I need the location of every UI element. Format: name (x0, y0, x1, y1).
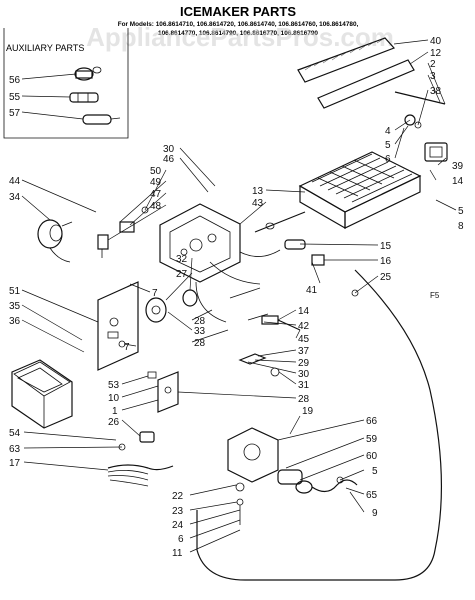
callout-59: 59 (366, 434, 378, 445)
callout-19: 19 (302, 406, 314, 417)
callout-9: 9 (372, 508, 378, 519)
thermostat-drawing (394, 91, 446, 129)
callout-13: 13 (252, 186, 264, 197)
callout-48: 48 (150, 201, 162, 212)
callout-35: 35 (9, 301, 21, 312)
callout-45: 45 (298, 334, 310, 345)
fill-cup-drawing (284, 239, 359, 297)
callout-39: 39 (452, 161, 464, 172)
callout-1: 1 (112, 406, 118, 417)
ice-mold-drawing (298, 151, 422, 230)
aux-part-55-drawing (69, 92, 99, 103)
diagram-title: ICEMAKER PARTS (180, 4, 296, 19)
callout-27: 27 (176, 269, 188, 280)
front-cover-drawing (11, 359, 73, 429)
motor-drawing (37, 219, 73, 263)
models-line-1: For Models: 106.8614710, 106.8614720, 10… (118, 21, 359, 28)
callout-44: 44 (9, 176, 21, 187)
callout-30-lower: 30 (298, 369, 310, 380)
callout-28-bottom: 28 (298, 394, 310, 405)
callout-28-lower: 28 (194, 338, 206, 349)
callout-5-right: 5 (458, 206, 464, 217)
callout-33: 33 (194, 326, 206, 337)
callout-5: 5 (385, 140, 391, 151)
switch-parts-drawing (97, 206, 149, 258)
callout-46: 46 (163, 154, 175, 165)
callout-17: 17 (9, 458, 21, 469)
stripper-drawing (317, 59, 415, 109)
callout-54: 54 (9, 428, 21, 439)
callout-42: 42 (298, 321, 310, 332)
callout-66: 66 (366, 416, 378, 427)
wiring-harness-drawing (195, 249, 281, 323)
callout-40: 40 (430, 36, 442, 47)
callout-34: 34 (9, 192, 21, 203)
aux-part-57-drawing (82, 114, 121, 125)
callout-60: 60 (366, 451, 378, 462)
models-line-2: 106.8614770, 106.8614790, 106.8616770, 1… (158, 30, 318, 37)
water-tube-drawing (196, 269, 442, 581)
mold-heater-drawing (424, 142, 448, 162)
callout-7: 7 (152, 288, 158, 299)
bracket-drawing (147, 371, 179, 413)
callout-36: 36 (9, 316, 21, 327)
callout-41: 41 (306, 285, 318, 296)
callout-labels: 56 55 57 40 12 2 3 38 4 5 6 39 14 5 8 30… (9, 36, 464, 559)
callout-31: 31 (298, 380, 310, 391)
callout-37: 37 (298, 346, 310, 357)
callout-53: 53 (108, 380, 120, 391)
callout-51: 51 (9, 286, 21, 297)
callout-38: 38 (430, 86, 442, 97)
callout-2: 2 (430, 59, 436, 70)
callout-7-lower: 7 (124, 342, 130, 353)
leader-lines (21, 39, 457, 553)
module-housing-drawing (159, 203, 241, 283)
aux-callout-56: 56 (9, 75, 21, 86)
callout-12: 12 (430, 48, 442, 59)
callout-63: 63 (9, 444, 21, 455)
code-mark: F5 (430, 291, 440, 300)
callout-11: 11 (172, 548, 183, 559)
water-valve-drawing (227, 427, 358, 525)
callout-25: 25 (380, 272, 392, 283)
callout-43: 43 (252, 198, 264, 209)
callout-10: 10 (108, 393, 120, 404)
mounting-plate-drawing (97, 281, 139, 371)
callout-50: 50 (150, 166, 162, 177)
callout-16: 16 (380, 256, 392, 267)
power-harness-drawing (107, 431, 174, 487)
callout-32: 32 (176, 254, 188, 265)
callout-6: 6 (385, 154, 391, 165)
callout-24: 24 (172, 520, 184, 531)
aux-part-56-drawing (74, 66, 102, 81)
shaft-drawing (254, 211, 306, 233)
callout-8: 8 (458, 221, 464, 232)
auxiliary-parts-title: AUXILIARY PARTS (6, 43, 84, 53)
aux-callout-55: 55 (9, 92, 21, 103)
callout-3: 3 (430, 71, 436, 82)
callout-29: 29 (298, 358, 310, 369)
aux-callout-57: 57 (9, 108, 21, 119)
callout-49: 49 (150, 177, 162, 188)
callout-4: 4 (385, 126, 391, 137)
callout-30: 30 (163, 144, 175, 155)
callout-6-bottom: 6 (178, 534, 184, 545)
callout-14: 14 (452, 176, 464, 187)
callout-22: 22 (172, 491, 184, 502)
callout-23: 23 (172, 506, 184, 517)
callout-14-center: 14 (298, 306, 310, 317)
callout-15: 15 (380, 241, 392, 252)
callout-47: 47 (150, 189, 162, 200)
callout-28: 28 (194, 316, 206, 327)
callout-26: 26 (108, 417, 120, 428)
callout-65: 65 (366, 490, 378, 501)
ejector-blade-drawing (297, 37, 396, 83)
watermark: AppliancePartsPros.com (86, 22, 394, 52)
callout-5-bottom: 5 (372, 466, 378, 477)
